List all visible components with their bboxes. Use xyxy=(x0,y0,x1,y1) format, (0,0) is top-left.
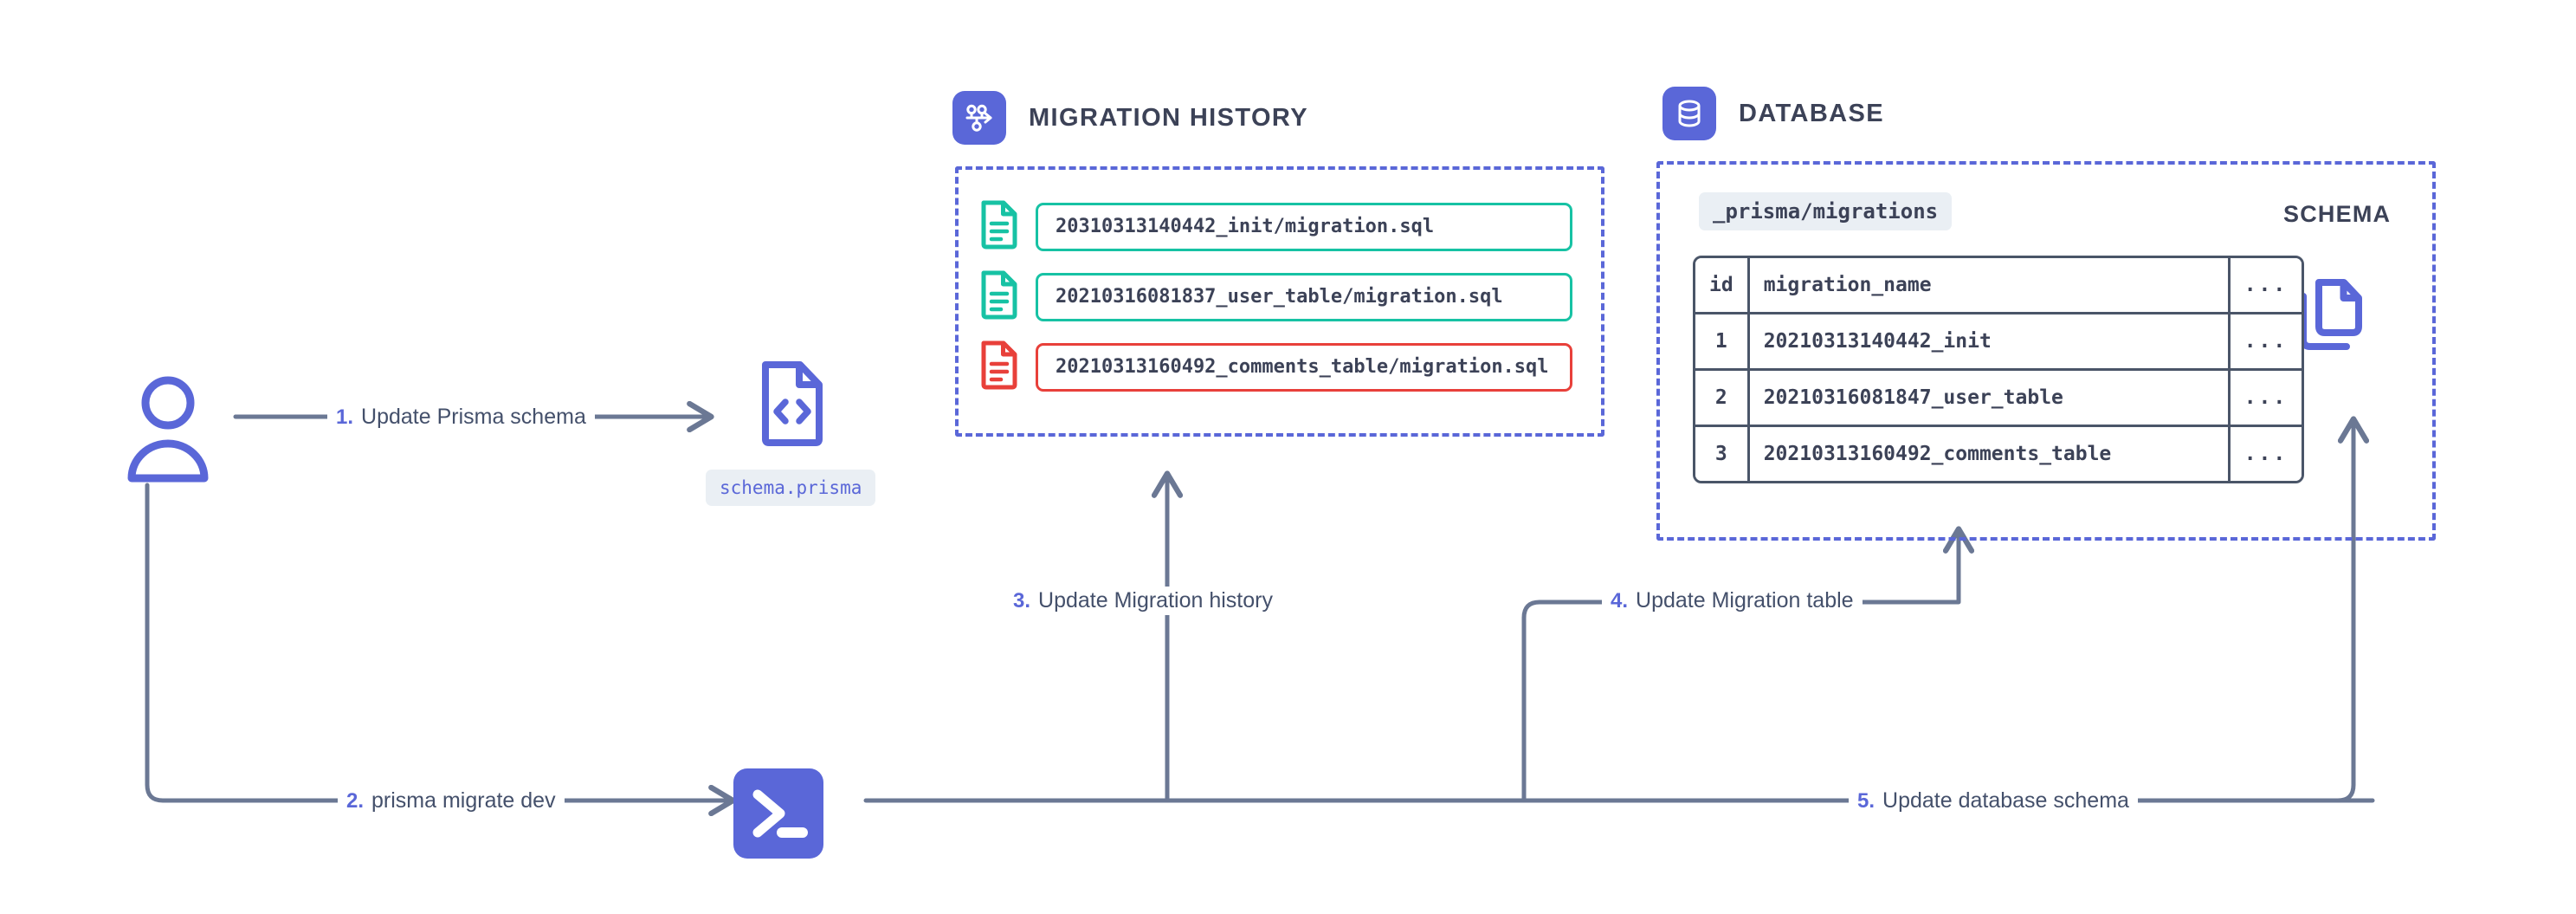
cell-id: 1 xyxy=(1695,314,1750,371)
table-row[interactable]: 3 20210313160492_comments_table ... xyxy=(1695,427,2302,481)
copy-documents-icon xyxy=(2293,275,2369,360)
step-number: 2. xyxy=(346,789,365,813)
database-header: DATABASE xyxy=(1662,87,1884,140)
schema-label: SCHEMA xyxy=(2283,201,2392,227)
file-code-icon xyxy=(758,357,827,451)
step-label-4: 4. Update Migration table xyxy=(1602,587,1863,615)
user-icon xyxy=(123,374,213,489)
table-row[interactable]: 1 20210313140442_init ... xyxy=(1695,314,2302,371)
migration-file-name: 20210316081837_user_table/migration.sql xyxy=(1036,272,1572,321)
migration-file-name: 20210313160492_comments_table/migration.… xyxy=(1036,342,1572,392)
column-header-id: id xyxy=(1695,258,1750,314)
step-number: 4. xyxy=(1611,589,1629,613)
step-text: Update Migration table xyxy=(1636,588,1854,613)
database-icon xyxy=(1662,87,1716,140)
git-branch-icon xyxy=(952,91,1006,145)
step-label-1: 1. Update Prisma schema xyxy=(327,403,595,431)
cell-migration-name: 20210313140442_init xyxy=(1749,314,2231,371)
migration-file-row[interactable]: 20210313160492_comments_table/migration.… xyxy=(980,340,1572,394)
step-label-5: 5. Update database schema xyxy=(1849,787,2138,815)
migration-history-header: MIGRATION HISTORY xyxy=(952,91,1308,145)
terminal-icon xyxy=(732,767,825,865)
cell-more: ... xyxy=(2230,371,2302,427)
step-text: Update Prisma schema xyxy=(361,405,586,429)
step-number: 1. xyxy=(336,405,354,429)
column-header-migration-name: migration_name xyxy=(1749,258,2231,314)
prisma-migrations-table: id migration_name ... 1 20210313140442_i… xyxy=(1693,256,2305,483)
file-lines-icon xyxy=(980,269,1018,324)
migration-history-container xyxy=(955,166,1604,437)
step-text: prisma migrate dev xyxy=(371,788,556,813)
step-label-2: 2. prisma migrate dev xyxy=(338,787,565,815)
cell-more: ... xyxy=(2230,427,2302,481)
wire-step-2 xyxy=(145,483,732,801)
step-text: Update Migration history xyxy=(1038,588,1273,613)
file-lines-icon xyxy=(980,340,1018,394)
column-header-more: ... xyxy=(2230,258,2302,314)
migration-history-title: MIGRATION HISTORY xyxy=(1029,103,1308,132)
cell-migration-name: 20210313160492_comments_table xyxy=(1749,427,2231,481)
schema-prisma-filename: schema.prisma xyxy=(706,470,876,506)
file-lines-icon xyxy=(980,199,1018,254)
cell-id: 3 xyxy=(1695,427,1750,481)
migration-file-name: 20310313140442_init/migration.sql xyxy=(1036,202,1572,251)
step-label-3: 3. Update Migration history xyxy=(1004,587,1282,615)
wire-step-4 xyxy=(1521,530,1959,803)
cell-more: ... xyxy=(2230,314,2302,371)
migration-file-row[interactable]: 20210316081837_user_table/migration.sql xyxy=(980,269,1572,324)
cell-id: 2 xyxy=(1695,371,1750,427)
step-text: Update database schema xyxy=(1882,788,2129,813)
cell-migration-name: 20210316081847_user_table xyxy=(1749,371,2231,427)
table-header-row: id migration_name ... xyxy=(1695,258,2302,314)
database-container xyxy=(1656,161,2436,541)
database-title: DATABASE xyxy=(1739,99,1885,127)
step-number: 3. xyxy=(1013,589,1031,613)
migration-file-row[interactable]: 20310313140442_init/migration.sql xyxy=(980,199,1572,254)
step-number: 5. xyxy=(1857,789,1876,813)
prisma-migrations-chip: _prisma/migrations xyxy=(1699,192,1953,230)
table-row[interactable]: 2 20210316081847_user_table ... xyxy=(1695,371,2302,427)
